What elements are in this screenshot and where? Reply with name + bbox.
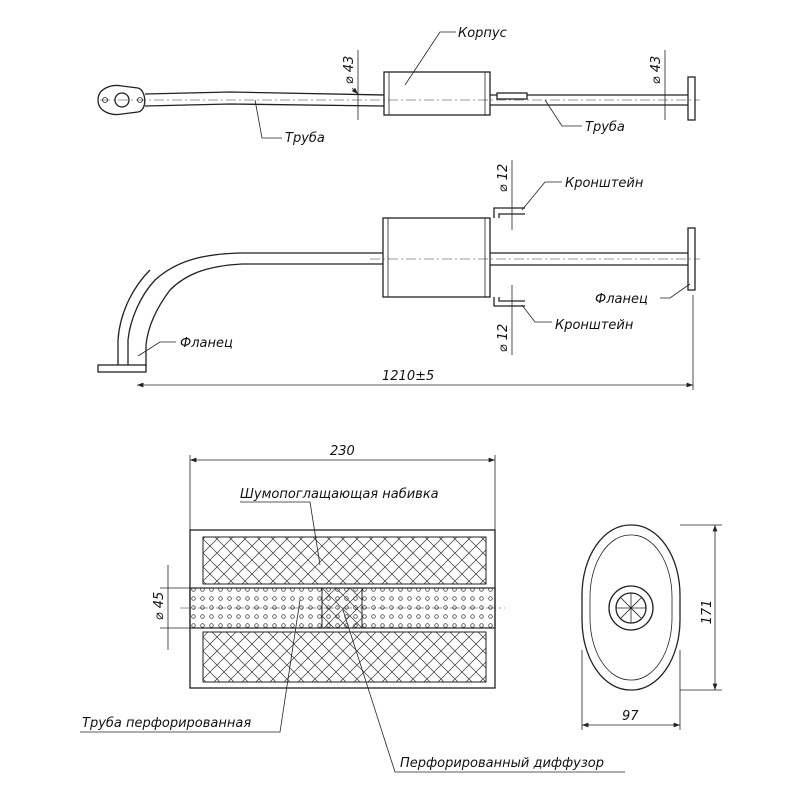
dia-12-top: ⌀ 12 — [496, 164, 511, 193]
dia-45: ⌀ 45 — [152, 592, 167, 621]
width-97: 97 — [622, 709, 639, 724]
inlet-pipe-side — [117, 252, 383, 366]
outlet-flange-top — [687, 76, 696, 121]
side-view: ⌀ 12 ⌀ 12 Кронштейн Кронштейн Фланец Фла… — [97, 160, 700, 390]
dia-12-bottom: ⌀ 12 — [496, 324, 511, 353]
flange-label-right: Фланец — [595, 292, 648, 307]
dia-43-right: ⌀ 43 — [649, 56, 664, 85]
flange-label-left: Фланец — [180, 336, 233, 351]
muffler-body-top — [383, 71, 491, 116]
bracket-top — [493, 207, 525, 218]
diffuser-label: Перфорированный диффузор — [400, 756, 604, 771]
height-171: 171 — [700, 600, 715, 625]
inlet-flange-side — [97, 364, 147, 373]
dia-43-left: ⌀ 43 — [342, 56, 357, 85]
packing-top — [202, 536, 487, 585]
end-view: 171 97 — [581, 524, 722, 730]
muffler-body-side — [382, 217, 491, 298]
packing-bottom — [202, 631, 487, 683]
perforated-tube-label: Труба перфорированная — [82, 716, 251, 731]
bracket-bottom — [493, 297, 525, 307]
top-view: ⌀ 43 ⌀ 43 Корпус Труба Труба — [97, 26, 700, 146]
inlet-pipe-top — [144, 91, 385, 107]
outlet-pipe-side — [490, 252, 688, 266]
section-view: 230 ⌀ 45 Шумопоглащающая набивка Труба п… — [80, 444, 625, 773]
bracket-label-bottom: Кронштейн — [555, 318, 634, 333]
length-dimension: 1210±5 — [382, 369, 434, 384]
width-230: 230 — [330, 444, 355, 459]
body-label: Корпус — [458, 26, 507, 41]
bracket-label-top: Кронштейн — [565, 176, 644, 191]
pipe-label-left: Труба — [285, 131, 325, 146]
pipe-label-right: Труба — [585, 120, 625, 135]
packing-label: Шумопоглащающая набивка — [240, 487, 439, 502]
